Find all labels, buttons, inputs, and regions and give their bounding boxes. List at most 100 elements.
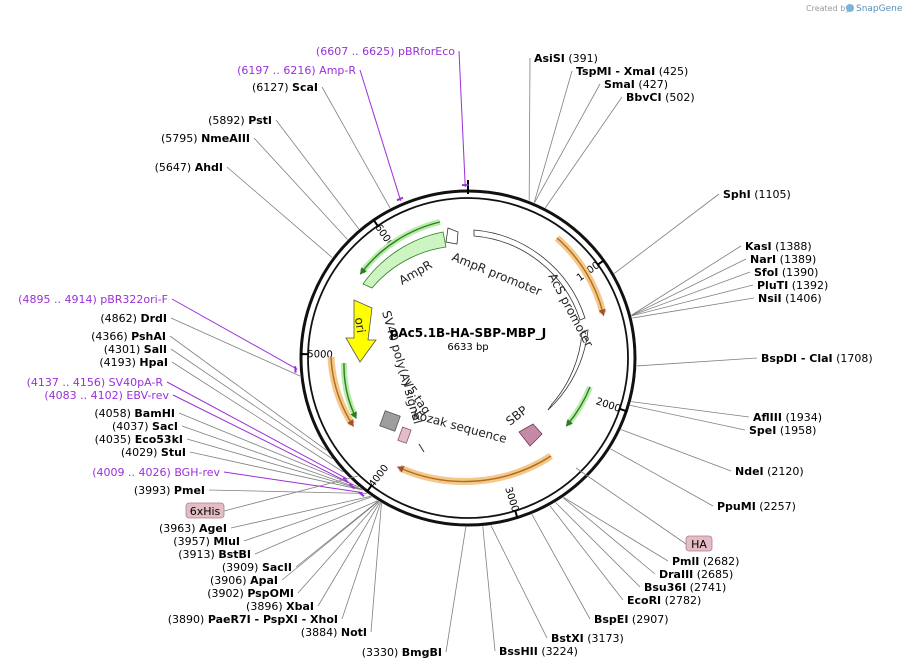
site-drdi: (4862) DrdI	[100, 312, 167, 325]
site-pluti: PluTI (1392)	[757, 279, 828, 292]
site-label-drdi: (4862) DrdI	[100, 312, 167, 325]
ampr-block	[362, 231, 447, 289]
label-sbp: SBP	[503, 403, 530, 428]
ampr-start-arrow	[445, 227, 459, 245]
primer-pbr322ori-f: (4895 .. 4914) pBR322ori-F	[18, 293, 168, 306]
tick-label-5000: 5000	[307, 349, 333, 361]
site-sacii: (3909) SacII	[222, 561, 292, 574]
site-psti: (5892) PstI	[208, 114, 272, 127]
label-kozak: Kozak sequence	[411, 407, 508, 446]
site-stui: (4029) StuI	[121, 446, 186, 459]
tag-ha-label: HA	[691, 538, 707, 551]
site-nmeaiii: (5795) NmeAIII	[161, 132, 250, 145]
site-label-sacii: (3909) SacII	[222, 561, 292, 574]
site-bmgbi: (3330) BmgBI	[362, 646, 442, 659]
site-mlui: (3957) MluI	[173, 535, 240, 548]
site-pshai: (4366) PshAI	[91, 330, 166, 343]
label-ampr-promoter: AmpR promoter	[450, 250, 544, 299]
tick-mark-3000	[514, 509, 519, 519]
site-saci: (4037) SacI	[112, 420, 178, 433]
sbp-arrow	[518, 423, 543, 447]
site-bamhi: (4058) BamHI	[94, 407, 175, 420]
label-ori: ori	[352, 316, 368, 333]
site-label-bspei: BspEI (2907)	[594, 613, 669, 626]
site-label-ndei: NdeI (2120)	[735, 465, 804, 478]
ori-arrow	[345, 299, 377, 363]
primer-label-pbrforeco: (6607 .. 6625) pBRforEco	[316, 45, 455, 58]
primer-leaders	[166, 50, 469, 497]
site-label-ecori: EcoRI (2782)	[627, 594, 701, 607]
site-label-xbai: (3896) XbaI	[246, 600, 314, 613]
site-label-bsshii: BssHII (3224)	[499, 645, 578, 658]
site-label-spei: SpeI (1958)	[749, 424, 816, 437]
tick-mark-2000	[618, 407, 628, 413]
site-label-nsii: NsiI (1406)	[758, 292, 822, 305]
site-pspomi: (3902) PspOMI	[207, 587, 294, 600]
site-label-paer7i: (3890) PaeR7I - PspXI - XhoI	[168, 613, 338, 626]
site-label-bsu36i: Bsu36I (2741)	[644, 581, 726, 594]
site-bsu36i: Bsu36I (2741)	[644, 581, 726, 594]
site-label-eco53ki: (4035) Eco53kI	[95, 433, 183, 446]
site-smai: SmaI (427)	[604, 78, 668, 91]
site-bstbi: (3913) BstBI	[178, 548, 251, 561]
site-nari: NarI (1389)	[750, 253, 816, 266]
primer-label-sv40pa-r: (4137 .. 4156) SV40pA-R	[27, 376, 164, 389]
site-label-ahdi: (5647) AhdI	[155, 161, 223, 174]
site-label-saci: (4037) SacI	[112, 420, 178, 433]
site-noti: (3884) NotI	[301, 626, 367, 639]
site-label-bstbi: (3913) BstBI	[178, 548, 251, 561]
site-label-pspomi: (3902) PspOMI	[207, 587, 294, 600]
primer-label-ebv-rev: (4083 .. 4102) EBV-rev	[44, 389, 169, 402]
primer-bgh-rev: (4009 .. 4026) BGH-rev	[92, 466, 220, 479]
snapgene-credit: Created by SnapGene	[806, 4, 903, 14]
site-label-ppumi: PpuMI (2257)	[717, 500, 796, 513]
tick-label-2000: 2000	[594, 396, 622, 415]
site-label-pshai: (4366) PshAI	[91, 330, 166, 343]
credit-brand: SnapGene	[856, 4, 903, 14]
tag-6xhis-label: 6xHis	[190, 505, 221, 518]
site-ahdi: (5647) AhdI	[155, 161, 223, 174]
site-label-sphi: SphI (1105)	[723, 188, 791, 201]
site-label-agei: (3963) AgeI	[159, 522, 227, 535]
credit-prefix: Created by	[806, 4, 850, 13]
primer-ebv-rev: (4083 .. 4102) EBV-rev	[44, 389, 169, 402]
primer-labels: (6607 .. 6625) pBRforEco (6197 .. 6216) A…	[18, 45, 455, 479]
site-bsshii: BssHII (3224)	[499, 645, 578, 658]
feature-arcs	[327, 219, 607, 485]
site-asisi: AsiSI (391)	[534, 52, 598, 65]
primer-mark-bgh-rev	[358, 491, 365, 497]
primer-label-pbr322ori-f: (4895 .. 4914) pBR322ori-F	[18, 293, 168, 306]
site-bbvci: BbvCI (502)	[626, 91, 695, 104]
site-eco53ki: (4035) Eco53kI	[95, 433, 183, 446]
site-tspmi: TspMI - XmaI (425)	[576, 65, 688, 78]
green-arc-2000	[565, 385, 593, 426]
backbone-inner	[307, 197, 629, 519]
sv40-block	[379, 410, 401, 432]
site-label-bbvci: BbvCI (502)	[626, 91, 695, 104]
site-bstxi: BstXI (3173)	[551, 632, 624, 645]
primer-mark-amp-r	[396, 196, 404, 202]
site-label-bstxi: BstXI (3173)	[551, 632, 624, 645]
primer-pbrforeco: (6607 .. 6625) pBRforEco	[316, 45, 455, 58]
site-label-noti: (3884) NotI	[301, 626, 367, 639]
site-bspdi: BspDI - ClaI (1708)	[761, 352, 873, 365]
ampr-promoter-arc	[473, 229, 586, 321]
tag-ha: HA	[575, 467, 713, 552]
site-label-apai: (3906) ApaI	[210, 574, 278, 587]
site-pmei: (3993) PmeI	[134, 484, 205, 497]
site-bspei: BspEI (2907)	[594, 613, 669, 626]
site-label-kasi: KasI (1388)	[745, 240, 812, 253]
site-apai: (3906) ApaI	[210, 574, 278, 587]
tick-mark-1000	[596, 259, 605, 266]
acs-promoter-arc	[547, 329, 589, 411]
primer-amp-r: (6197 .. 6216) Amp-R	[237, 64, 356, 77]
site-ndei: NdeI (2120)	[735, 465, 804, 478]
site-labels: AsiSI (391)TspMI - XmaI (425)SmaI (427)B…	[91, 52, 873, 659]
site-label-sfoi: SfoI (1390)	[754, 266, 818, 279]
site-hpai: (4193) HpaI	[99, 356, 168, 369]
site-label-bspdi: BspDI - ClaI (1708)	[761, 352, 873, 365]
site-paer7i: (3890) PaeR7I - PspXI - XhoI	[168, 613, 338, 626]
tag-6xhis: 6xHis	[185, 475, 359, 519]
site-label-draiii: DraIII (2685)	[659, 568, 733, 581]
site-ecori: EcoRI (2782)	[627, 594, 701, 607]
